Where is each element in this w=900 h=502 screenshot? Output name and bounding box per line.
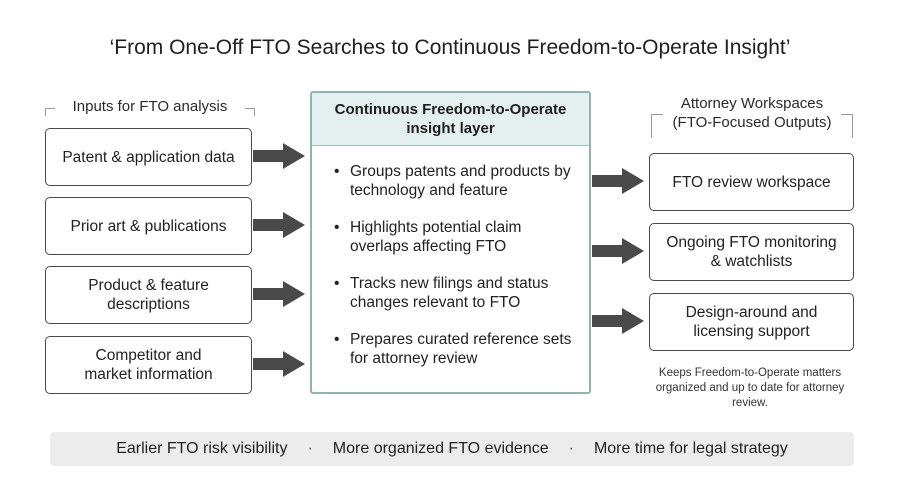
outputs-header-line2: (FTO-Focused Outputs): [672, 114, 832, 131]
separator-dot: ·: [568, 440, 574, 457]
input-patent-data: Patent & application data: [45, 128, 252, 186]
output-review-workspace: FTO review workspace: [649, 153, 854, 211]
separator-dot: ·: [307, 440, 313, 457]
input-product-features: Product & feature descriptions: [45, 266, 252, 324]
outputs-note: Keeps Freedom-to-Operate matters organiz…: [655, 367, 845, 409]
arrow-right-icon: [253, 212, 305, 238]
arrow-right-icon: [592, 238, 644, 264]
insight-layer-bullets: Groups patents and products by technolog…: [312, 146, 589, 368]
bullet-item: Tracks new filings and status changes re…: [334, 274, 575, 312]
diagram-title: ‘From One-Off FTO Searches to Continuous…: [109, 36, 791, 59]
benefit-item: Earlier FTO risk visibility: [116, 440, 288, 457]
arrow-right-icon: [253, 351, 305, 377]
benefits-bar: Earlier FTO risk visibility · More organ…: [50, 432, 854, 466]
input-prior-art: Prior art & publications: [45, 197, 252, 255]
arrow-right-icon: [592, 308, 644, 334]
bullet-item: Prepares curated reference sets for atto…: [334, 330, 575, 368]
bullet-item: Groups patents and products by technolog…: [334, 162, 575, 200]
arrow-right-icon: [592, 168, 644, 194]
output-monitoring-watchlists: Ongoing FTO monitoring & watchlists: [649, 223, 854, 281]
benefit-item: More time for legal strategy: [593, 440, 788, 457]
bullet-item: Highlights potential claim overlaps affe…: [334, 218, 575, 256]
output-design-around: Design-around and licensing support: [649, 293, 854, 351]
arrow-right-icon: [253, 143, 305, 169]
outputs-header-line1: Attorney Workspaces: [680, 95, 824, 112]
insight-layer-panel: Continuous Freedom-to-Operate insight la…: [310, 91, 591, 394]
benefit-item: More organized FTO evidence: [332, 440, 549, 457]
insight-layer-header: Continuous Freedom-to-Operate insight la…: [312, 93, 589, 146]
input-competitor-info: Competitor and market information: [45, 336, 252, 394]
arrow-right-icon: [253, 281, 305, 307]
outputs-header: Attorney Workspaces (FTO-Focused Outputs…: [663, 94, 841, 132]
inputs-header: Inputs for FTO analysis: [55, 97, 245, 116]
